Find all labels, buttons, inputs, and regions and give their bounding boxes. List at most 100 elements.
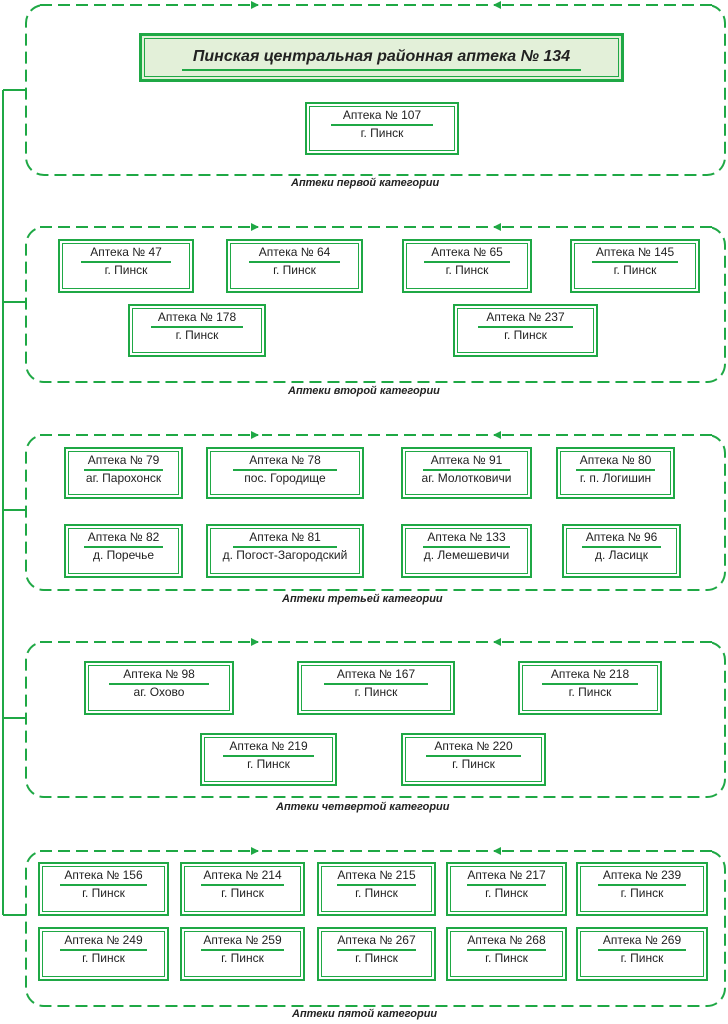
pharmacy-location: г. Пинск — [620, 951, 664, 965]
pharmacy-location: г. Пинск — [504, 328, 547, 342]
category-label: Аптеки первой категории — [291, 177, 440, 189]
pharmacy-node: Аптека № 65 г. Пинск — [402, 239, 532, 293]
pharmacy-name: Аптека № 219 — [229, 739, 308, 753]
pharmacy-name: Аптека № 82 — [87, 530, 160, 544]
pharmacy-node: Аптека № 249 г. Пинск — [38, 927, 169, 981]
group-frame-4 — [25, 641, 726, 798]
category-label: Аптеки четвертой категории — [276, 801, 450, 813]
pharmacy-location: г. Пинск — [568, 685, 612, 699]
pharmacy-name: Аптека № 65 — [431, 245, 503, 259]
pharmacy-name: Аптека № 220 — [434, 739, 513, 753]
pharmacy-name: Аптека № 64 — [258, 245, 331, 259]
pharmacy-node: Аптека № 82 д. Поречье — [64, 524, 183, 578]
pharmacy-location: г. Пинск — [355, 886, 398, 900]
pharmacy-node: Аптека № 219 г. Пинск — [200, 733, 337, 786]
pharmacy-location: г. Пинск — [445, 263, 489, 277]
pharmacy-name: Аптека № 268 — [467, 933, 546, 947]
pharmacy-location: г. Пинск — [354, 685, 398, 699]
pharmacy-name: Аптека № 217 — [467, 868, 546, 882]
pharmacy-name: Аптека № 267 — [337, 933, 416, 947]
pharmacy-node: Аптека № 156 г. Пинск — [38, 862, 169, 916]
pharmacy-name: Аптека № 96 — [585, 530, 658, 544]
pharmacy-name: Аптека № 156 — [64, 868, 143, 882]
pharmacy-name: Аптека № 249 — [64, 933, 143, 947]
pharmacy-name: Аптека № 178 — [157, 310, 237, 324]
head-pharmacy-title-box: Пинская центральная районная аптека № 13… — [139, 33, 624, 82]
pharmacy-name: Аптека № 81 — [249, 530, 321, 544]
category-label: Аптеки второй категории — [288, 385, 440, 397]
category-label: Аптеки пятой категории — [292, 1008, 438, 1020]
pharmacy-location: г. Пинск — [82, 886, 125, 900]
pharmacy-location: г. Пинск — [273, 263, 316, 277]
pharmacy-node: Аптека № 47 г. Пинск — [58, 239, 194, 293]
pharmacy-node: Аптека № 81 д. Погост-Загородский — [206, 524, 364, 578]
pharmacy-node: Аптека № 64 г. Пинск — [226, 239, 363, 293]
pharmacy-node: Аптека № 218 г. Пинск — [518, 661, 662, 715]
pharmacy-name: Аптека № 215 — [337, 868, 416, 882]
pharmacy-location: г. п. Логишин — [579, 471, 652, 485]
pharmacy-name: Аптека № 78 — [249, 453, 321, 467]
pharmacy-location: г. Пинск — [452, 757, 495, 771]
group-frame-1 — [25, 4, 726, 176]
pharmacy-location: г. Пинск — [613, 263, 657, 277]
pharmacy-node: Аптека № 96 д. Ласицк — [562, 524, 681, 578]
pharmacy-node: Аптека № 214 г. Пинск — [180, 862, 305, 916]
group-frame-2 — [25, 226, 726, 383]
category-label: Аптеки третьей категории — [282, 593, 443, 605]
pharmacy-location: д. Ласицк — [594, 548, 649, 562]
pharmacy-location: г. Пинск — [360, 126, 404, 140]
pharmacy-location: аг. Охово — [133, 685, 185, 699]
pharmacy-node: Аптека № 269 г. Пинск — [576, 927, 708, 981]
pharmacy-location: г. Пинск — [175, 328, 219, 342]
pharmacy-location: пос. Городище — [244, 471, 326, 485]
pharmacy-name: Аптека № 98 — [123, 667, 195, 681]
pharmacy-node: Аптека № 78 пос. Городище — [206, 447, 364, 499]
pharmacy-node: Аптека № 215 г. Пинск — [317, 862, 436, 916]
pharmacy-node: Аптека № 237 г. Пинск — [453, 304, 598, 357]
pharmacy-node: Аптека № 178 г. Пинск — [128, 304, 266, 357]
pharmacy-name: Аптека № 167 — [336, 667, 416, 681]
pharmacy-name: Аптека № 214 — [203, 868, 282, 882]
pharmacy-location: г. Пинск — [485, 886, 528, 900]
page-title: Пинская центральная районная аптека № 13… — [192, 48, 571, 65]
group-frame-5 — [25, 850, 726, 1007]
pharmacy-node: Аптека № 220 г. Пинск — [401, 733, 546, 786]
pharmacy-name: Аптека № 237 — [486, 310, 565, 324]
pharmacy-location: г. Пинск — [104, 263, 148, 277]
pharmacy-node: Аптека № 268 г. Пинск — [446, 927, 567, 981]
pharmacy-name: Аптека № 259 — [203, 933, 282, 947]
pharmacy-location: г. Пинск — [247, 757, 290, 771]
pharmacy-location: г. Пинск — [221, 886, 264, 900]
pharmacy-name: Аптека № 239 — [602, 868, 682, 882]
pharmacy-node: Аптека № 80 г. п. Логишин — [556, 447, 675, 499]
pharmacy-location: г. Пинск — [221, 951, 264, 965]
pharmacy-node: Аптека № 167 г. Пинск — [297, 661, 455, 715]
pharmacy-name: Аптека № 218 — [550, 667, 630, 681]
pharmacy-node: Аптека № 79 аг. Парохонск — [64, 447, 183, 499]
pharmacy-name: Аптека № 91 — [430, 453, 503, 467]
pharmacy-name: Аптека № 269 — [602, 933, 682, 947]
pharmacy-location: д. Поречье — [92, 548, 155, 562]
pharmacy-node: Аптека № 259 г. Пинск — [180, 927, 305, 981]
pharmacy-name: Аптека № 145 — [595, 245, 675, 259]
pharmacy-name: Аптека № 107 — [342, 108, 422, 122]
pharmacy-name: Аптека № 47 — [90, 245, 162, 259]
pharmacy-name: Аптека № 79 — [87, 453, 160, 467]
pharmacy-location: г. Пинск — [485, 951, 528, 965]
pharmacy-location: аг. Парохонск — [85, 471, 162, 485]
pharmacy-name: Аптека № 133 — [427, 530, 506, 544]
pharmacy-name: Аптека № 80 — [579, 453, 652, 467]
pharmacy-node: Аптека № 133 д. Лемешевичи — [401, 524, 532, 578]
pharmacy-node: Аптека № 107 г. Пинск — [305, 102, 459, 155]
pharmacy-location: г. Пинск — [82, 951, 125, 965]
pharmacy-node: Аптека № 217 г. Пинск — [446, 862, 567, 916]
pharmacy-node: Аптека № 98 аг. Охово — [84, 661, 234, 715]
pharmacy-location: д. Лемешевичи — [423, 548, 510, 562]
pharmacy-location: д. Погост-Загородский — [222, 548, 348, 562]
pharmacy-node: Аптека № 145 г. Пинск — [570, 239, 700, 293]
group-frame-3 — [25, 434, 726, 591]
